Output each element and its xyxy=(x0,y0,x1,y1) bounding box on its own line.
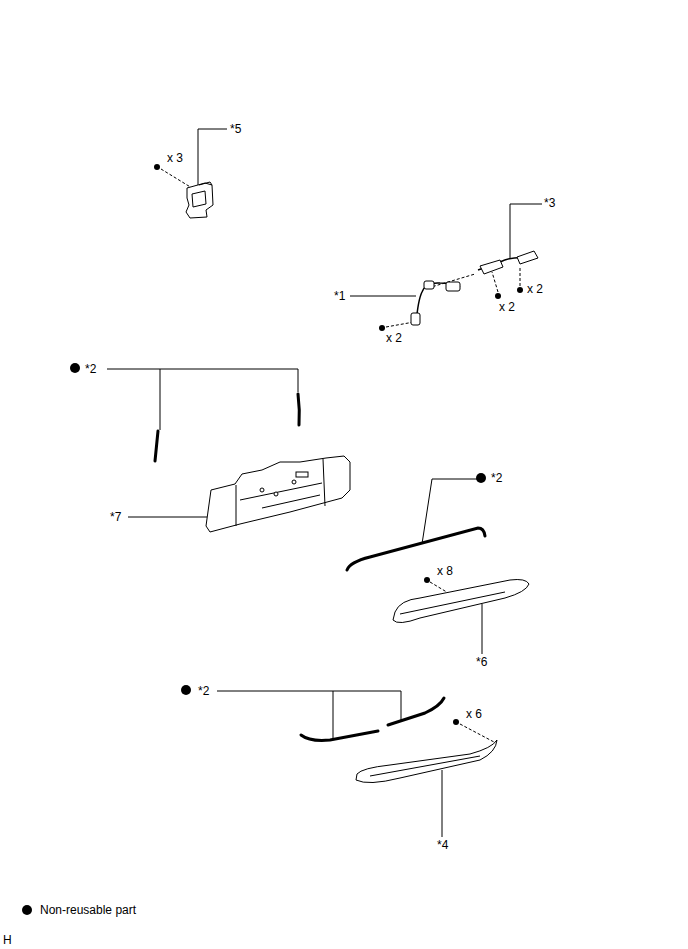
callout-label: *2 xyxy=(84,362,97,376)
callout-label: x 2 xyxy=(526,282,544,296)
callout-label: *7 xyxy=(109,510,122,524)
callout-label: *3 xyxy=(543,196,556,210)
callout-label: *4 xyxy=(436,838,449,852)
callout-label: x 3 xyxy=(166,151,184,165)
legend-text: Non-reusable part xyxy=(39,903,137,917)
callout-label: H xyxy=(2,933,13,947)
callout-label: *6 xyxy=(475,655,488,669)
callout-label: x 8 xyxy=(436,564,454,578)
callout-label: *2 xyxy=(197,684,210,698)
callout-label: x 2 xyxy=(498,300,516,314)
callout-label: x 6 xyxy=(465,707,483,721)
callout-label: x 2 xyxy=(385,331,403,345)
callout-label: *2 xyxy=(490,471,503,485)
callout-label: *1 xyxy=(333,289,346,303)
callout-label: *5 xyxy=(229,122,242,136)
